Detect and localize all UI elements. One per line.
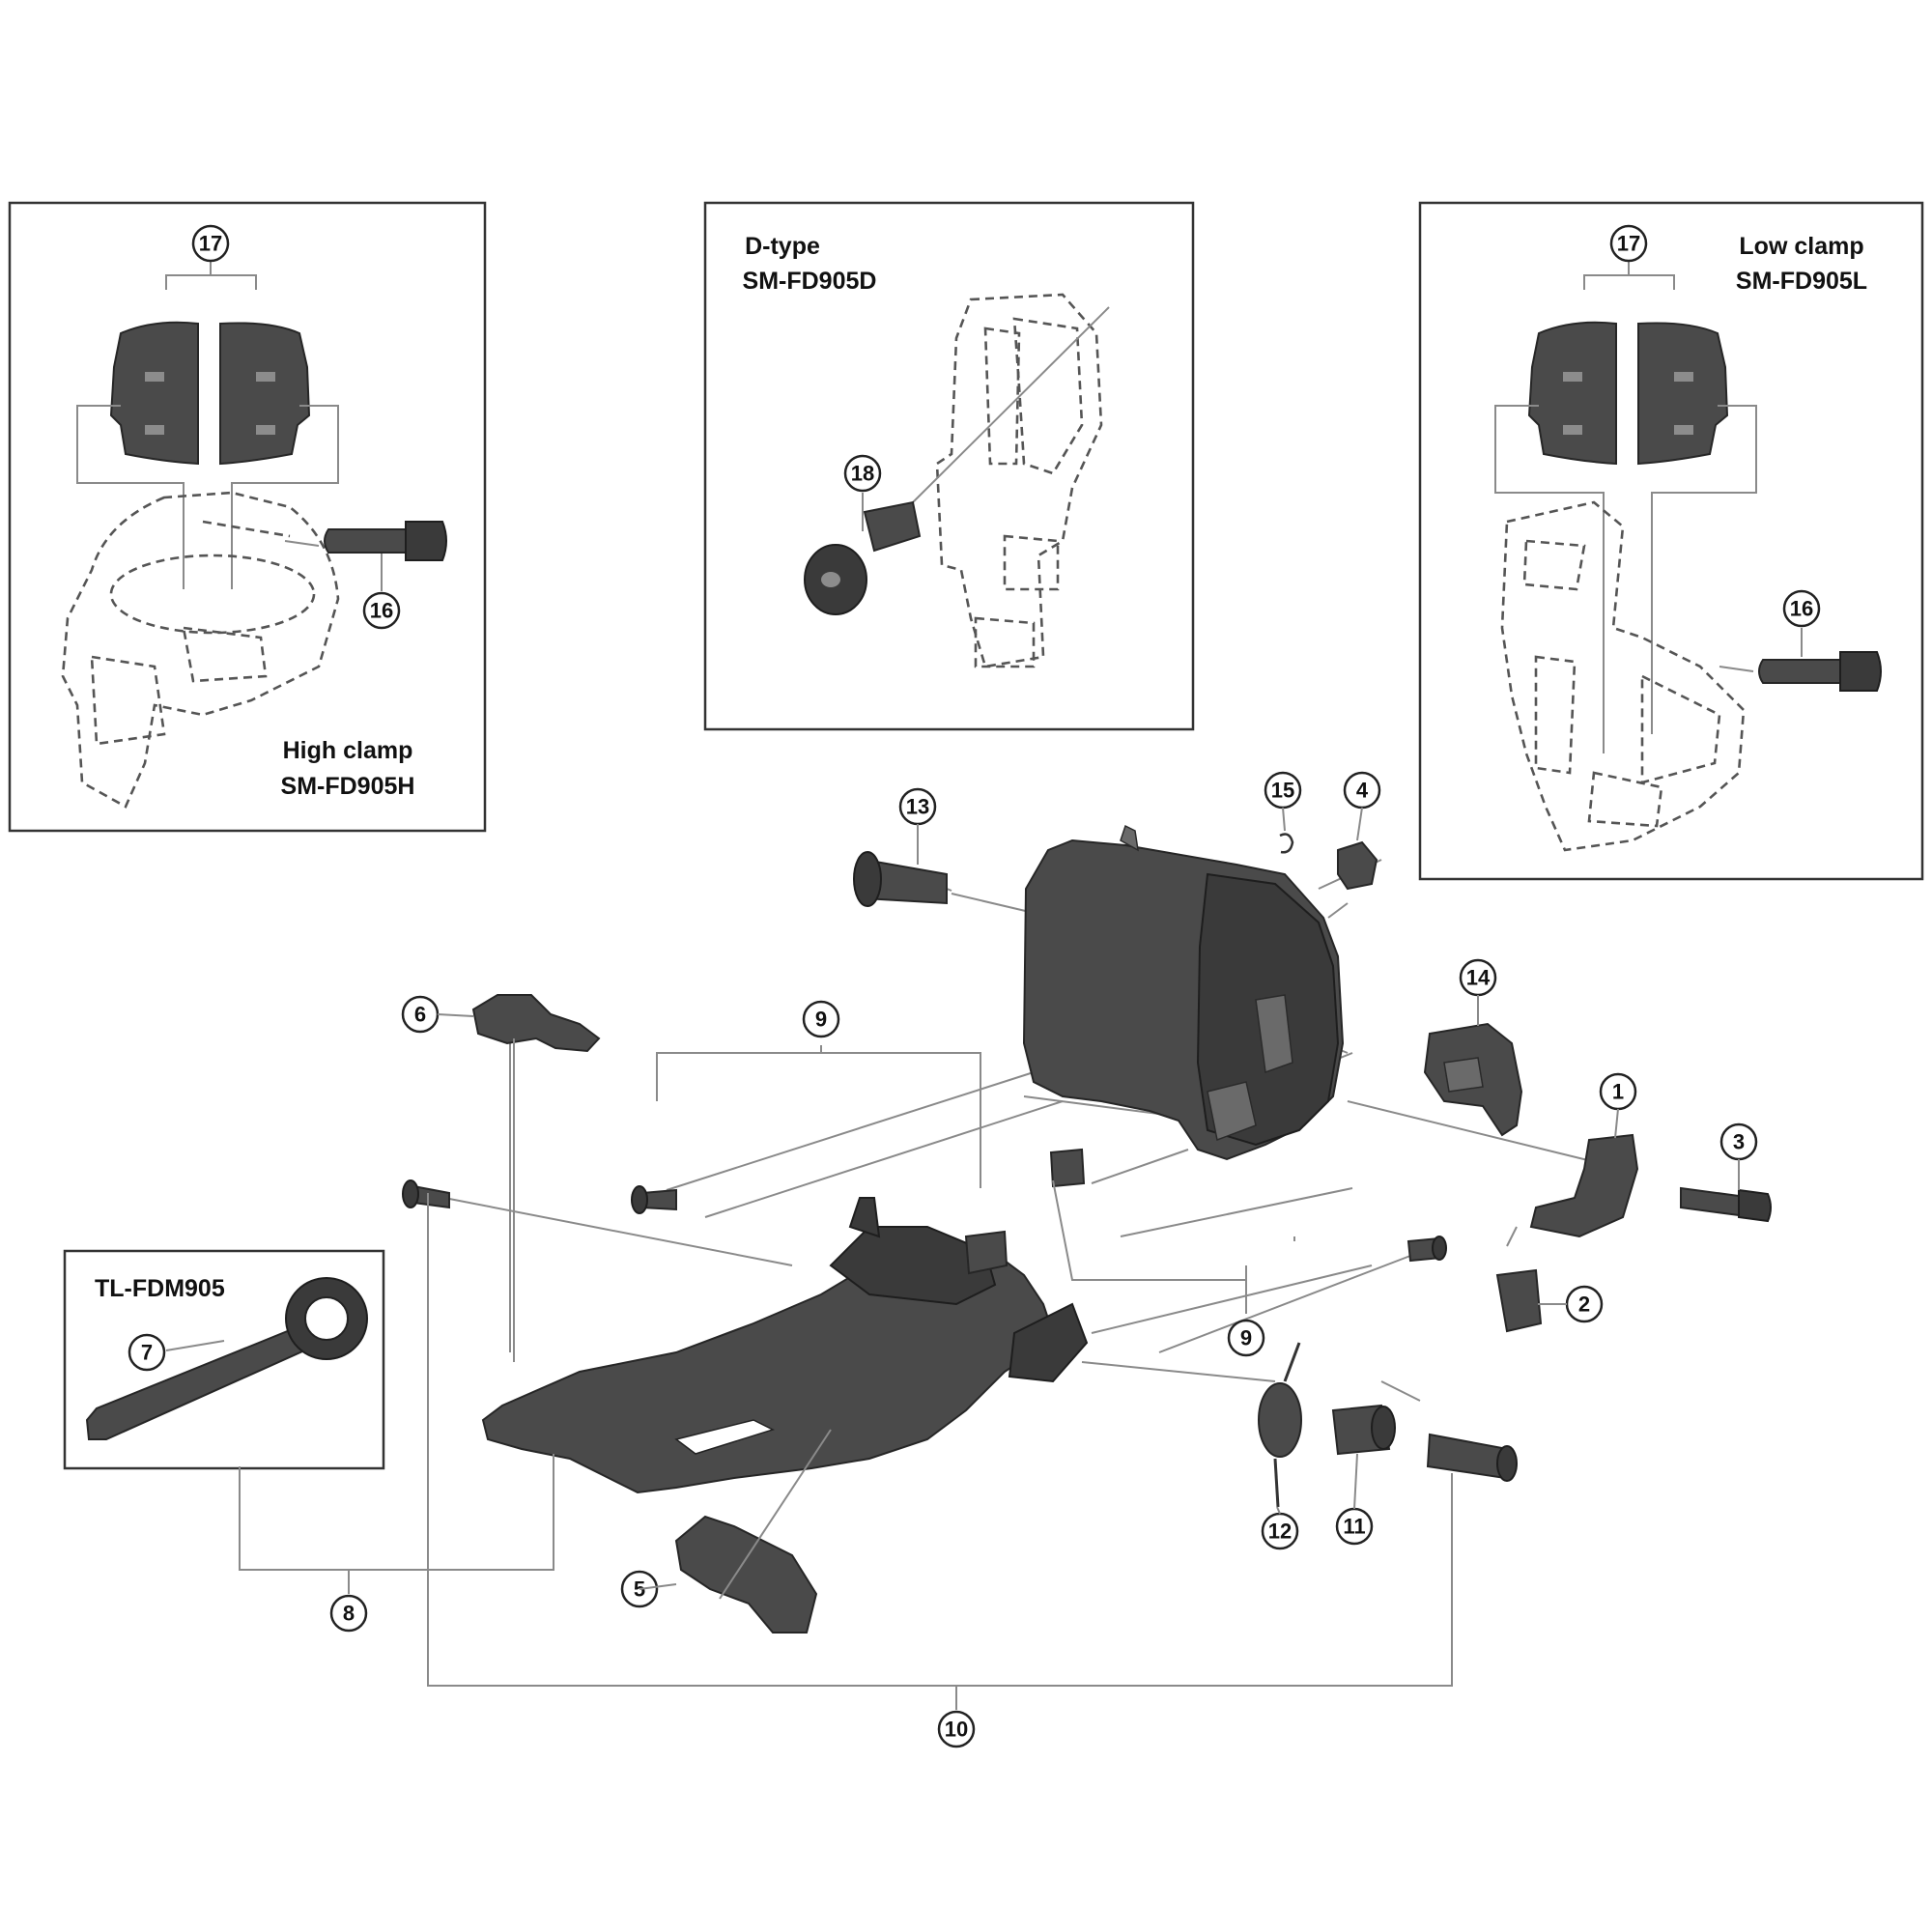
callout-17-high: 17 [191, 224, 230, 263]
callout-11: 11 [1335, 1507, 1374, 1546]
callouts: 17 16 18 17 16 13 15 4 [128, 224, 1821, 1748]
plate-part-5 [674, 1515, 818, 1634]
svg-text:9: 9 [815, 1008, 827, 1032]
callout-17-low: 17 [1609, 224, 1648, 263]
tool-model: TL-FDM905 [95, 1275, 225, 1302]
svg-text:9: 9 [1240, 1326, 1252, 1350]
high-clamp-model: SM-FD905H [281, 773, 415, 800]
callout-9-bottom: 9 [1227, 1319, 1265, 1357]
high-clamp-title: High clamp [283, 737, 413, 764]
high-clamp-body-outline [61, 491, 340, 809]
bolt-part-13 [853, 851, 948, 907]
svg-text:13: 13 [906, 795, 929, 819]
callout-1: 1 [1599, 1072, 1637, 1111]
pin-parts-9 [631, 1148, 1447, 1275]
callout-3: 3 [1719, 1122, 1758, 1161]
bolt-part-16-low [1758, 651, 1882, 692]
bolt-part-18 [804, 500, 922, 615]
main-assembly [239, 824, 1772, 1710]
bolt-part-3 [1680, 1186, 1772, 1223]
svg-text:16: 16 [370, 599, 393, 623]
bracket-part-1 [1529, 1133, 1639, 1238]
inset-high-clamp: High clamp SM-FD905H [8, 201, 487, 833]
svg-text:17: 17 [199, 232, 222, 256]
svg-text:18: 18 [851, 462, 874, 486]
svg-text:11: 11 [1343, 1515, 1365, 1539]
callout-10: 10 [937, 1710, 976, 1748]
main-leader-lines [443, 859, 1605, 1402]
callout-9-top: 9 [802, 1000, 840, 1038]
bolt-part-16-high [324, 521, 447, 561]
motor-unit-body [1022, 824, 1345, 1161]
derailleur-cage [481, 1197, 1089, 1494]
callout-14: 14 [1459, 958, 1497, 997]
svg-text:10: 10 [945, 1718, 968, 1742]
callout-2: 2 [1565, 1285, 1604, 1323]
plate-part-6 [471, 994, 601, 1053]
callout-8: 8 [329, 1594, 368, 1633]
callout-7: 7 [128, 1333, 166, 1372]
svg-text:12: 12 [1268, 1520, 1292, 1544]
svg-text:14: 14 [1466, 966, 1491, 990]
callout-6: 6 [401, 995, 440, 1034]
spring-part-15 [1279, 833, 1294, 854]
d-type-mount-outline [935, 293, 1103, 668]
svg-text:6: 6 [414, 1003, 426, 1027]
inset-low-clamp-frame [1418, 201, 1924, 881]
bushing-part-11 [1331, 1404, 1396, 1456]
bushing-part-2 [1495, 1268, 1543, 1333]
svg-text:1: 1 [1612, 1080, 1624, 1104]
inset-high-clamp-frame [8, 201, 487, 833]
svg-text:3: 3 [1733, 1130, 1745, 1154]
svg-text:4: 4 [1356, 779, 1369, 803]
svg-text:7: 7 [141, 1341, 153, 1365]
svg-text:15: 15 [1271, 779, 1294, 803]
callout-15: 15 [1264, 771, 1302, 810]
callout-16-low: 16 [1782, 589, 1821, 628]
d-type-title: D-type [745, 233, 820, 260]
svg-text:2: 2 [1578, 1293, 1590, 1317]
inset-low-clamp: Low clamp SM-FD905L [1418, 201, 1924, 881]
svg-text:16: 16 [1790, 597, 1813, 621]
plug-part-4 [1337, 840, 1378, 891]
d-type-model: SM-FD905D [743, 268, 877, 295]
svg-text:17: 17 [1617, 232, 1640, 256]
low-clamp-model: SM-FD905L [1736, 268, 1867, 295]
low-clamp-title: Low clamp [1739, 233, 1863, 260]
callout-16-high: 16 [362, 591, 401, 630]
clamp-band-part-17-low [1527, 321, 1729, 466]
callout-18: 18 [843, 454, 882, 493]
spanner-part-7 [85, 1277, 368, 1440]
clamp-band-part-17 [109, 321, 311, 466]
inset-d-type: D-type SM-FD905D [703, 201, 1195, 731]
callout-12: 12 [1261, 1512, 1299, 1550]
cover-part-14 [1423, 1022, 1523, 1137]
callout-4: 4 [1343, 771, 1381, 810]
callout-13: 13 [898, 787, 937, 826]
inset-tool: TL-FDM905 [63, 1249, 385, 1470]
svg-text:8: 8 [343, 1602, 355, 1626]
pin-parts-10 [402, 1179, 1518, 1482]
spring-part-12 [1258, 1342, 1302, 1508]
low-clamp-body-outline [1500, 500, 1746, 852]
